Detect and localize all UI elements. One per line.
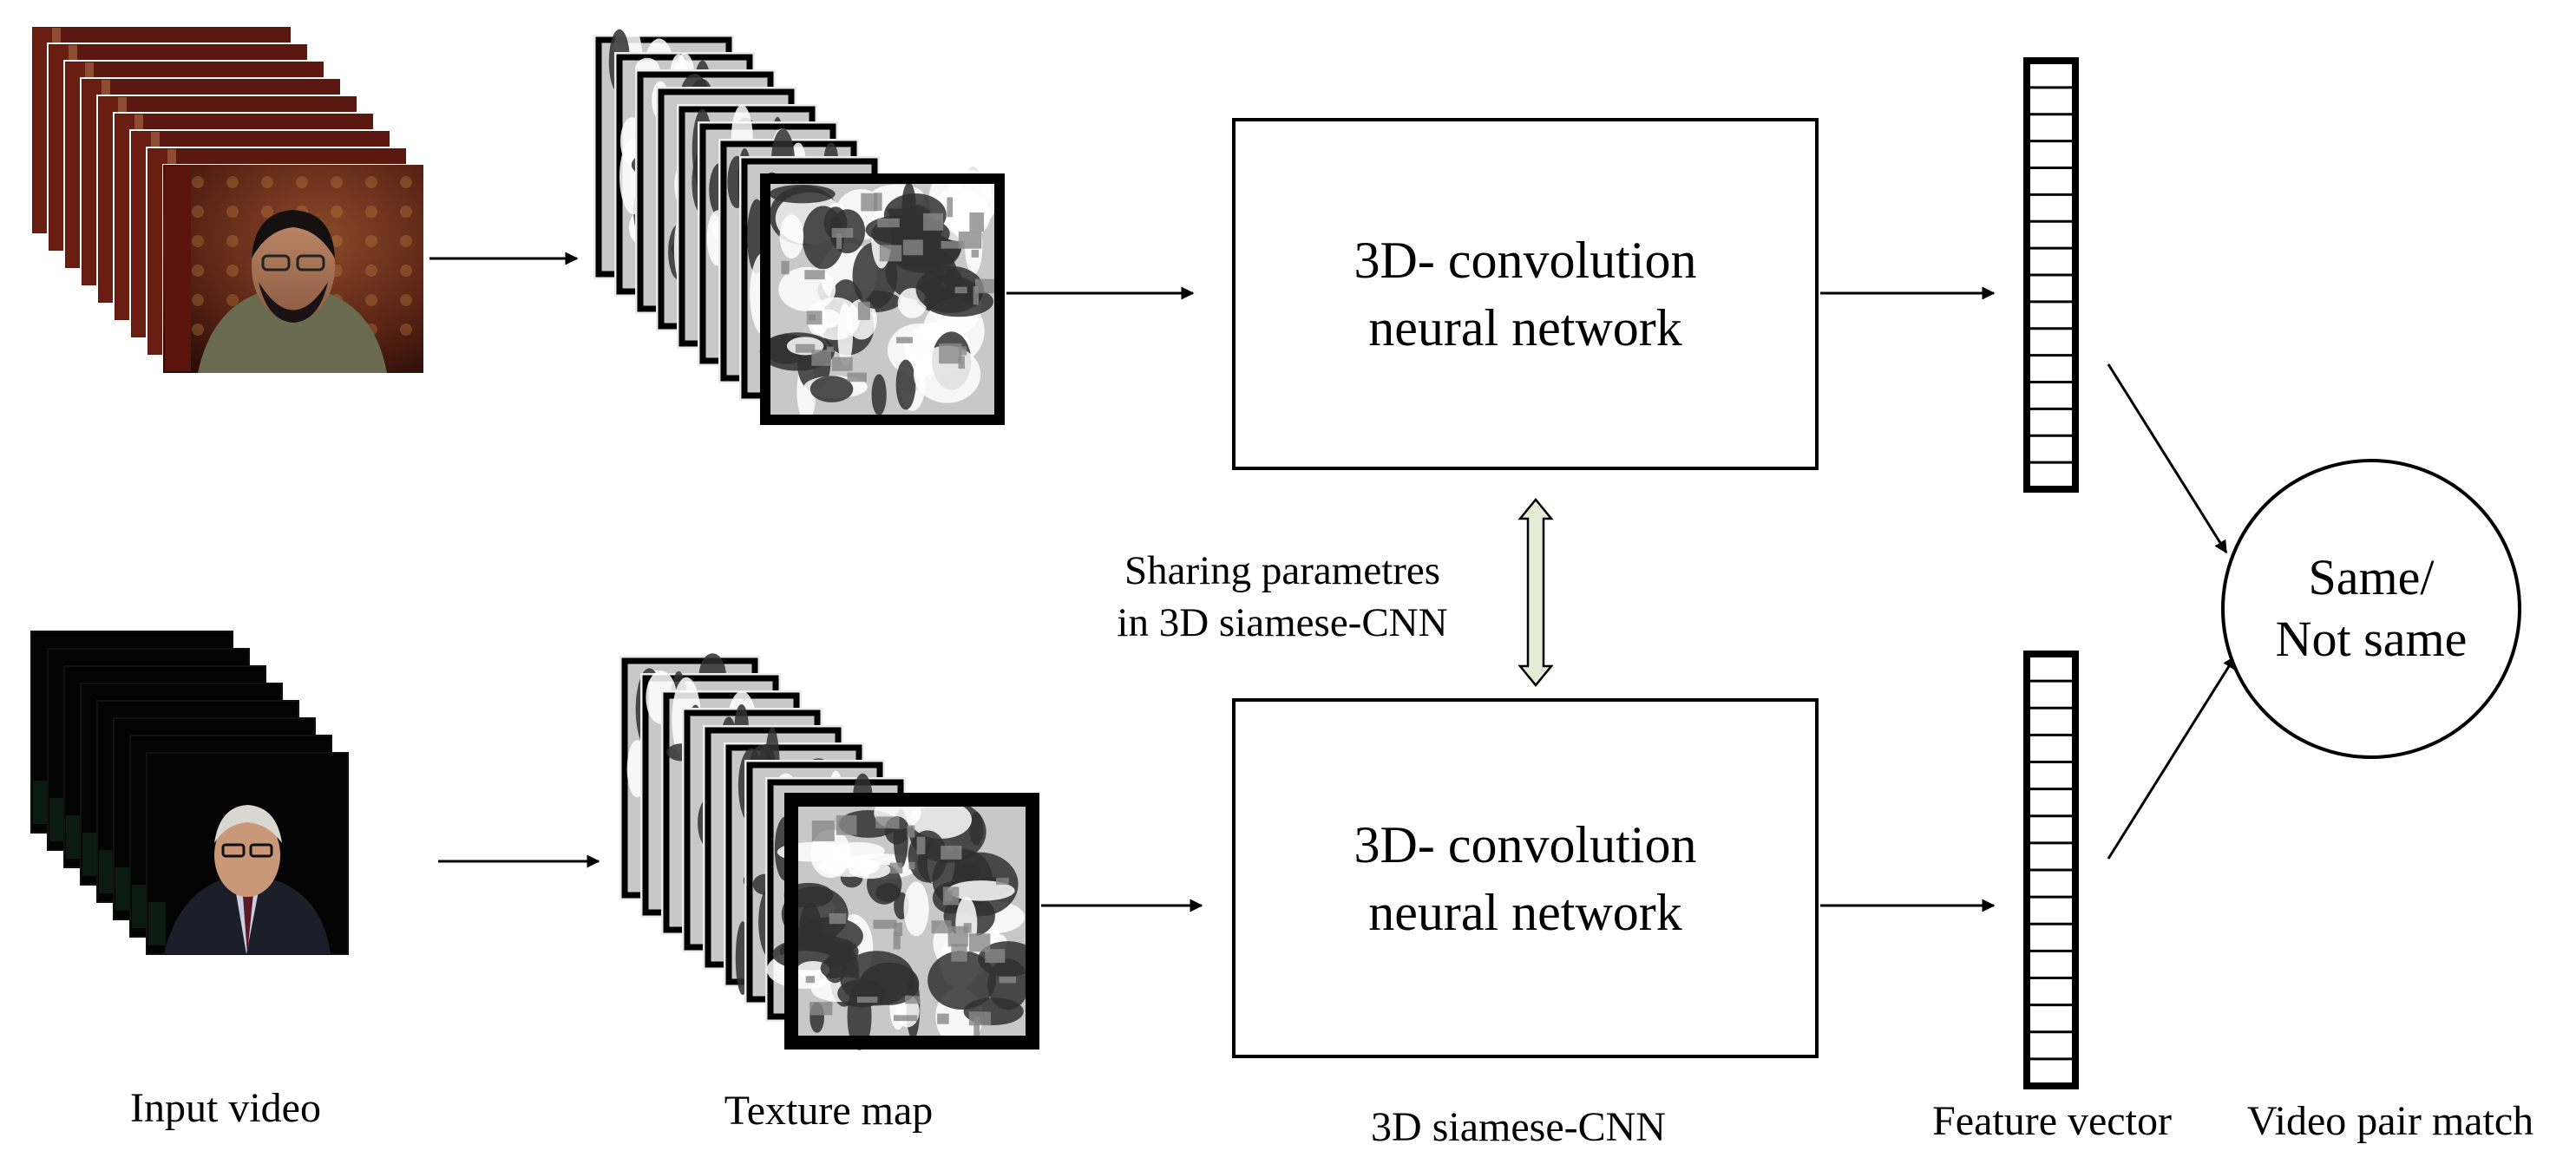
video-pair-decision-circle: Same/ Not same (2221, 459, 2521, 759)
arrow-feature-top-to-decision (2107, 363, 2228, 554)
person-face (214, 814, 280, 897)
cnn-box-top-line2: neural network (1368, 299, 1682, 356)
caption-3d-siamese-cnn: 3D siamese-CNN (1371, 1104, 1666, 1150)
feature-vector-bottom (2023, 651, 2079, 1089)
sharing-parameters-double-arrow (1517, 498, 1554, 687)
sharing-parameters-line1: Sharing parametres (1124, 548, 1441, 593)
decision-line2: Not same (2275, 611, 2468, 667)
person-hair (252, 210, 335, 258)
person-tie (242, 885, 254, 954)
texture-frame-front (759, 163, 1005, 425)
sharing-parameters-label: Sharing parametres in 3D siamese-CNN (1074, 545, 1491, 649)
person-face (252, 213, 335, 321)
sharing-parameters-line2: in 3D siamese-CNN (1117, 600, 1448, 646)
caption-input-video: Input video (130, 1085, 321, 1131)
caption-texture-map: Texture map (724, 1088, 934, 1134)
caption-feature-vector: Feature vector (1932, 1098, 2172, 1144)
cnn-box-top: 3D- convolution neural network (1232, 118, 1819, 470)
texture-map-stack-bottom (619, 653, 1039, 1050)
person-shirt (198, 286, 387, 373)
feature-vector-top (2023, 57, 2079, 493)
arrow-feature-bottom-to-decision (2107, 655, 2237, 860)
texture-frame-front (766, 793, 1039, 1050)
cnn-box-top-line1: 3D- convolution (1354, 232, 1697, 289)
input-video-stack-bottom (30, 631, 349, 955)
input-video-stack-top (30, 25, 424, 374)
decision-line1: Same/ (2308, 549, 2435, 606)
person-hair (214, 805, 282, 843)
person-beard (259, 282, 328, 323)
caption-video-pair-match: Video pair match (2246, 1098, 2534, 1144)
cnn-box-bottom-line2: neural network (1368, 883, 1682, 941)
cnn-box-bottom: 3D- convolution neural network (1232, 698, 1819, 1058)
video-frame-front (146, 752, 349, 955)
texture-map-stack-top (593, 19, 1005, 425)
cnn-box-bottom-line1: 3D- convolution (1354, 815, 1697, 873)
video-frame-front (162, 164, 424, 374)
